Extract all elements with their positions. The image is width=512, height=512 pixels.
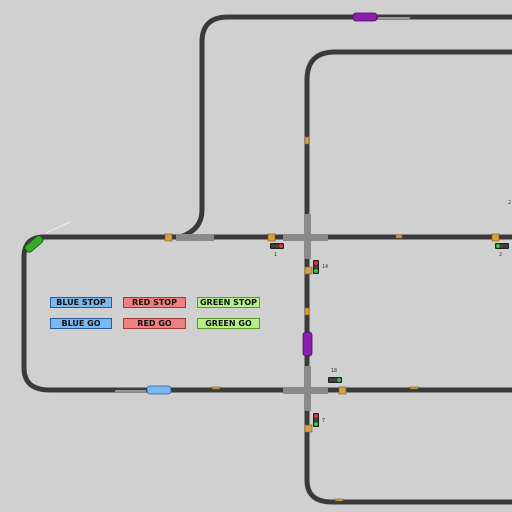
signal-1[interactable]: [270, 243, 284, 249]
signal-label-7: 7: [322, 418, 325, 424]
track-left-loop: [21, 234, 51, 393]
track-vertical: [304, 80, 512, 505]
blue-go-button[interactable]: BLUE GO: [50, 318, 112, 329]
track-upper-loop: [179, 14, 512, 240]
train-blue[interactable]: [115, 385, 172, 395]
junction-switch-left: [176, 234, 214, 241]
signal-label-2b: 2: [508, 200, 511, 206]
green-go-button[interactable]: GREEN GO: [197, 318, 260, 329]
signal-2[interactable]: [495, 243, 509, 249]
track-right-loop-top: [304, 49, 512, 81]
signal-18[interactable]: [328, 377, 342, 383]
signal-label-2: 2: [499, 252, 502, 258]
junctions: [176, 214, 328, 411]
signal-label-18: 18: [331, 368, 337, 374]
train-green[interactable]: [24, 221, 71, 253]
blue-stop-button[interactable]: BLUE STOP: [50, 297, 112, 308]
signals: 1 2 14 18 7 2: [270, 200, 511, 427]
signal-label-14: 14: [322, 264, 328, 270]
trains: [24, 12, 410, 395]
red-stop-button[interactable]: RED STOP: [123, 297, 186, 308]
junction-crossing-bottom-v: [304, 366, 311, 411]
junction-crossing-top-v: [304, 214, 311, 259]
red-go-button[interactable]: RED GO: [123, 318, 186, 329]
train-purple-mid[interactable]: [302, 331, 313, 357]
sensors: [164, 136, 500, 502]
signal-7[interactable]: [313, 413, 319, 427]
signal-label-1: 1: [274, 252, 277, 258]
green-stop-button[interactable]: GREEN STOP: [197, 297, 260, 308]
train-purple-top[interactable]: [352, 12, 410, 22]
signal-14[interactable]: [313, 260, 319, 274]
